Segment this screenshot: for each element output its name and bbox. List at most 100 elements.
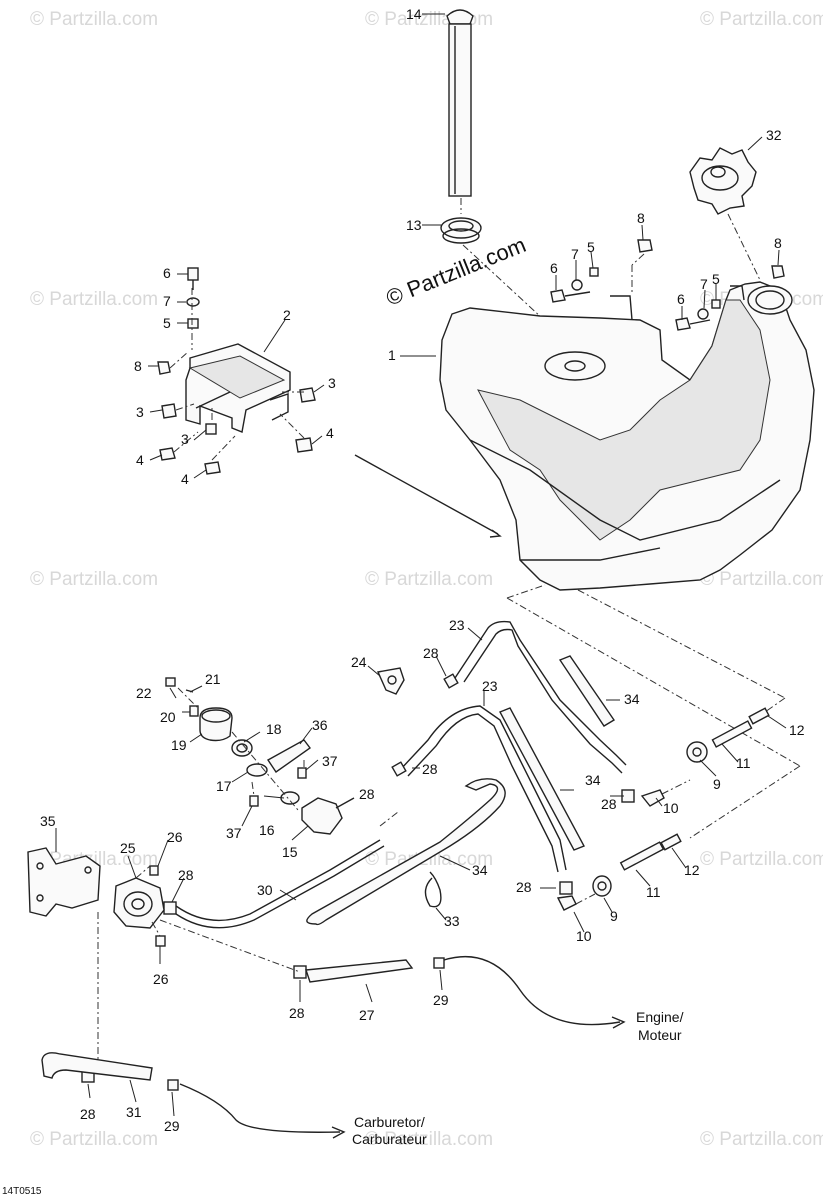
carburetor-destination-label: Carburetor/ xyxy=(354,1114,425,1130)
callout-20: 20 xyxy=(160,709,176,725)
clip-part[interactable] xyxy=(376,667,405,695)
diagram-code: 14T0515 xyxy=(2,1186,42,1197)
callout-8: 8 xyxy=(134,358,142,374)
callout-34: 34 xyxy=(624,691,640,707)
callout-3: 3 xyxy=(328,375,336,391)
mounting-hardware-left[interactable] xyxy=(157,267,316,475)
callout-16: 16 xyxy=(259,822,275,838)
callout-37: 37 xyxy=(322,753,338,769)
watermark-text: © Partzilla.com xyxy=(700,849,823,870)
callout-13: 13 xyxy=(406,217,422,233)
callout-17: 17 xyxy=(216,778,232,794)
callout-14: 14 xyxy=(406,6,422,22)
callout-11: 11 xyxy=(736,755,751,771)
callout-24: 24 xyxy=(351,654,367,670)
engine-destination-label: Moteur xyxy=(638,1027,682,1043)
fuel-hose-part[interactable] xyxy=(399,620,627,873)
watermark-text: © Partzilla.com xyxy=(365,569,493,590)
callout-28: 28 xyxy=(178,867,194,883)
fuel-cap-part[interactable] xyxy=(689,147,757,215)
watermark-text: © Partzilla.com xyxy=(365,1129,493,1150)
fuel-fitting-part[interactable] xyxy=(556,707,770,911)
callout-34: 34 xyxy=(585,772,601,788)
callout-26: 26 xyxy=(153,971,169,987)
callout-15: 15 xyxy=(282,844,298,860)
callout-5: 5 xyxy=(712,271,720,287)
callout-28: 28 xyxy=(80,1106,96,1122)
pump-bracket-part[interactable] xyxy=(27,847,101,917)
callout-5: 5 xyxy=(587,239,595,255)
watermark-text: © Partzilla.com xyxy=(700,569,823,590)
callout-4: 4 xyxy=(181,471,189,487)
callout-32: 32 xyxy=(766,127,782,143)
callout-7: 7 xyxy=(700,276,708,292)
callout-12: 12 xyxy=(684,862,700,878)
callout-7: 7 xyxy=(163,293,171,309)
valve-assembly-part[interactable] xyxy=(165,677,355,835)
callout-3: 3 xyxy=(136,404,144,420)
bracket-part[interactable] xyxy=(185,343,291,433)
mounting-hardware-top[interactable] xyxy=(550,239,785,331)
callout-30: 30 xyxy=(257,882,273,898)
callout-6: 6 xyxy=(550,260,558,276)
callout-28: 28 xyxy=(289,1005,305,1021)
callout-27: 27 xyxy=(359,1007,375,1023)
callout-28: 28 xyxy=(601,796,617,812)
callout-18: 18 xyxy=(266,721,282,737)
callout-19: 19 xyxy=(171,737,187,753)
callout-9: 9 xyxy=(610,908,618,924)
callout-2: 2 xyxy=(283,307,291,323)
callout-9: 9 xyxy=(713,776,721,792)
callout-6: 6 xyxy=(677,291,685,307)
callout-7: 7 xyxy=(571,246,579,262)
watermark-text: © Partzilla.com xyxy=(30,9,158,30)
hose-clamp-part[interactable] xyxy=(81,673,635,1083)
callout-1: 1 xyxy=(388,347,396,363)
watermark-text: © Partzilla.com xyxy=(30,569,158,590)
callout-33: 33 xyxy=(444,913,460,929)
callout-8: 8 xyxy=(637,210,645,226)
protective-sleeve-part[interactable] xyxy=(306,655,615,926)
callout-10: 10 xyxy=(663,800,679,816)
cable-tie-part[interactable] xyxy=(424,871,442,908)
callout-4: 4 xyxy=(136,452,144,468)
callout-6: 6 xyxy=(163,265,171,281)
callout-28: 28 xyxy=(516,879,532,895)
callout-5: 5 xyxy=(163,315,171,331)
pump-hose-part[interactable] xyxy=(175,839,385,929)
callout-10: 10 xyxy=(576,928,592,944)
callout-29: 29 xyxy=(433,992,449,1008)
fuel-pump-part[interactable] xyxy=(113,865,166,947)
brand-watermark: © Partzilla.com xyxy=(383,232,530,311)
callout-26: 26 xyxy=(167,829,183,845)
watermark-text: © Partzilla.com xyxy=(30,1129,158,1150)
grommet-part[interactable] xyxy=(440,217,482,244)
callout-36: 36 xyxy=(312,717,328,733)
watermark-layer: © Partzilla.com © Partzilla.com © Partzi… xyxy=(30,9,823,1150)
callout-23: 23 xyxy=(482,678,498,694)
callout-28: 28 xyxy=(359,786,375,802)
fuel-tank-part[interactable] xyxy=(439,281,815,591)
filler-tube-part[interactable] xyxy=(446,9,474,197)
callout-22: 22 xyxy=(136,685,152,701)
engine-hose-part[interactable] xyxy=(305,957,445,983)
callout-21: 21 xyxy=(205,671,221,687)
watermark-text: © Partzilla.com xyxy=(365,849,493,870)
engine-destination-label: Engine/ xyxy=(636,1009,684,1025)
callout-4: 4 xyxy=(326,425,334,441)
callout-12: 12 xyxy=(789,722,805,738)
watermark-text: © Partzilla.com xyxy=(30,289,158,310)
callout-11: 11 xyxy=(646,884,661,900)
callout-8: 8 xyxy=(774,235,782,251)
callout-29: 29 xyxy=(164,1118,180,1134)
callout-28: 28 xyxy=(422,761,438,777)
callout-31: 31 xyxy=(126,1104,142,1120)
callout-25: 25 xyxy=(120,840,136,856)
callout-labels: 14 13 32 8 7 5 6 8 7 5 6 1 2 6 7 5 8 3 3… xyxy=(40,6,805,1134)
carburetor-hose-part[interactable] xyxy=(41,1052,179,1091)
watermark-text: © Partzilla.com xyxy=(365,9,493,30)
callout-3: 3 xyxy=(181,431,189,447)
callout-23: 23 xyxy=(449,617,465,633)
callout-34: 34 xyxy=(472,862,488,878)
